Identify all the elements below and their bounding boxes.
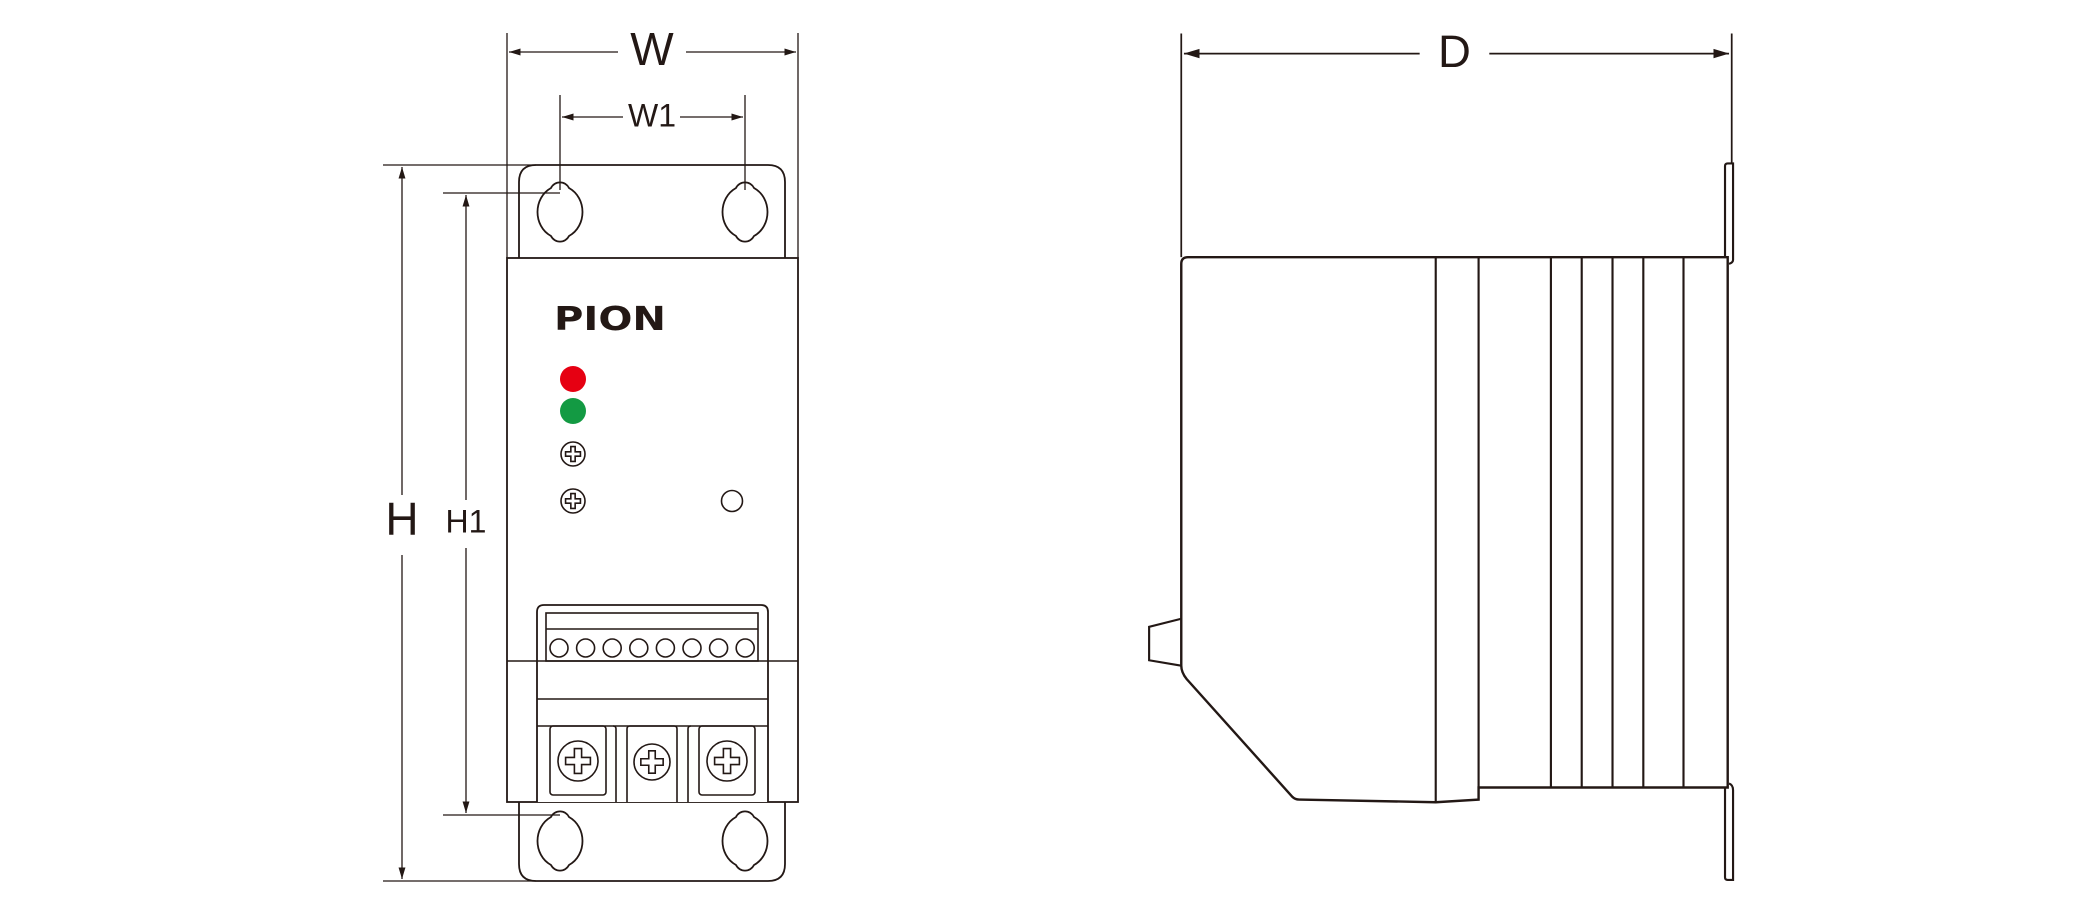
control-terminal-icon[interactable] xyxy=(575,638,596,658)
front-view: PION xyxy=(506,164,799,882)
side-view: D xyxy=(1148,26,1735,881)
control-terminal-icon[interactable] xyxy=(708,638,729,658)
terminal-screw-1-icon[interactable] xyxy=(557,740,599,782)
power-terminal-3[interactable] xyxy=(698,725,756,796)
control-terminals xyxy=(549,638,756,658)
flange-bottom xyxy=(1723,782,1735,881)
led-green-icon xyxy=(560,398,586,424)
dimension-label-w: W xyxy=(630,23,674,75)
mounting-hole-icon xyxy=(721,810,769,872)
mounting-hole-icon xyxy=(536,181,584,243)
bottom-mounting-bracket xyxy=(518,802,786,882)
dimension-label-w1: W1 xyxy=(628,97,676,133)
power-terminal-1[interactable] xyxy=(549,725,607,796)
dimension-label-h1: H1 xyxy=(446,503,487,539)
front-dimensions: W W1 H H1 xyxy=(383,23,799,882)
din-latch xyxy=(1148,617,1182,667)
dimension-label-d: D xyxy=(1438,26,1471,77)
control-terminal-icon[interactable] xyxy=(602,638,623,658)
side-body xyxy=(1180,255,1729,804)
flange-top xyxy=(1723,162,1735,265)
potentiometer-2-icon[interactable] xyxy=(560,488,586,514)
control-terminal-icon[interactable] xyxy=(628,638,649,658)
dimension-label-h: H xyxy=(385,493,418,545)
indicator-hole-icon xyxy=(720,489,744,513)
terminal-block xyxy=(507,604,798,802)
control-terminal-icon[interactable] xyxy=(549,638,569,658)
top-mounting-bracket xyxy=(518,164,786,258)
control-terminal-icon[interactable] xyxy=(655,638,676,658)
mounting-holes xyxy=(536,181,769,872)
control-terminal-icon[interactable] xyxy=(682,638,702,658)
terminal-screw-2-icon[interactable] xyxy=(633,743,671,781)
control-terminal-icon[interactable] xyxy=(735,638,756,658)
mounting-hole-icon xyxy=(721,181,769,243)
potentiometer-1-icon[interactable] xyxy=(560,441,586,467)
brand-logo: PION xyxy=(554,299,666,338)
led-red-icon xyxy=(560,366,586,392)
mounting-hole-icon xyxy=(536,810,584,872)
terminal-screw-3-icon[interactable] xyxy=(706,740,748,782)
